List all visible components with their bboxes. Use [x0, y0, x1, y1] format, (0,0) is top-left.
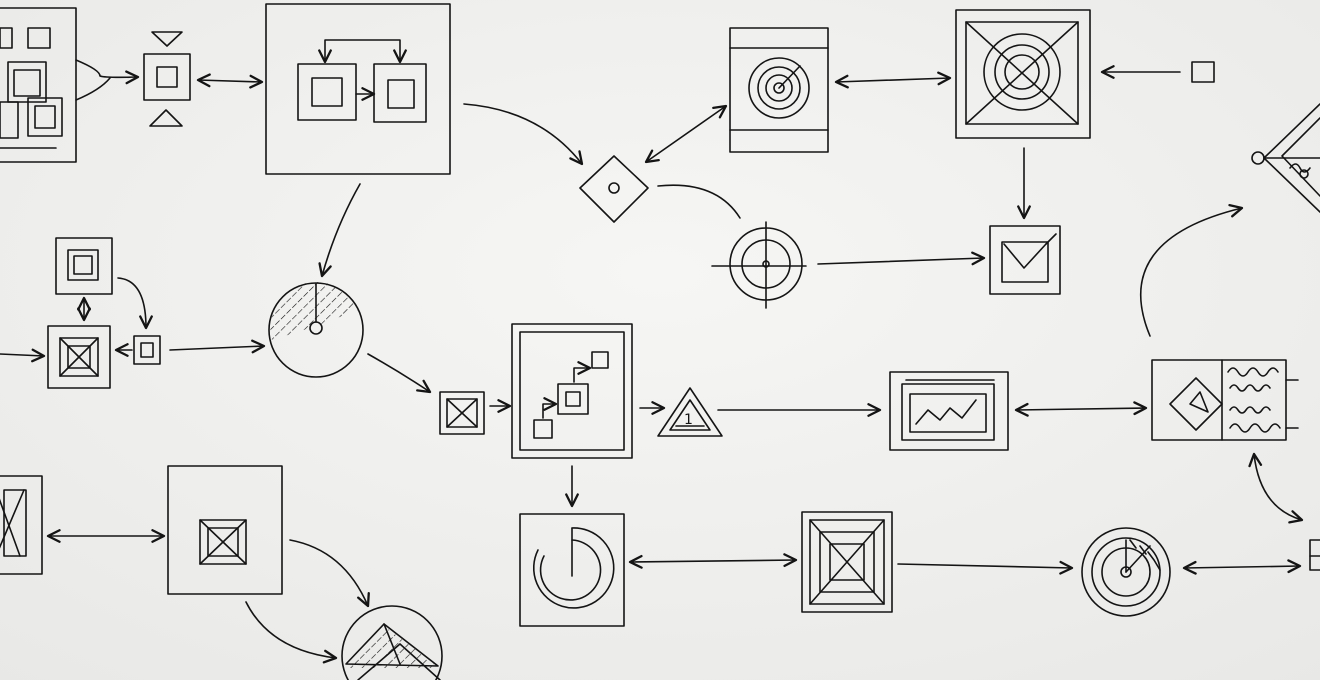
pyramid-circle-node: [341, 605, 443, 680]
arrow-square-box-to-pyramid-circle: [289, 539, 370, 608]
arrow-split-box-to-right-edge-square: [1248, 452, 1304, 524]
right-edge-square-node: [1309, 539, 1320, 571]
bottom-left-x-box-node: [0, 475, 43, 575]
right-edge-triangle-node: [1251, 103, 1320, 213]
curve-diamond-to-crosshair: [657, 184, 741, 219]
concentric-target-box-node: [729, 27, 829, 153]
staircase-box-node: [511, 323, 633, 459]
small-square-with-triangles-node: [143, 31, 191, 127]
arrow-chart-box-to-split-box: [1014, 401, 1148, 417]
crossed-target-box-node: [955, 9, 1091, 139]
arrow-small-square-to-big-box: [196, 73, 264, 89]
arrow-big-box-to-hatched-circle: [318, 183, 361, 278]
arrow-tiny-square-to-hatched-circle: [169, 339, 266, 354]
triangle-node: 1: [657, 387, 723, 437]
arrow-square-box-to-pyramid-circle-lower: [245, 601, 338, 664]
envelope-box-node: [989, 225, 1061, 295]
left-small-square-node: [55, 237, 113, 295]
tiny-square-node: [1191, 61, 1215, 83]
x-square-node: [47, 325, 111, 389]
ring-box-node: [519, 513, 625, 627]
arrow-ring-box-to-tunnel-box: [628, 553, 798, 569]
small-x-square-node: [439, 391, 485, 435]
dial-circle-node: [1081, 527, 1171, 617]
arrow-crosshair-to-envelope: [817, 251, 986, 266]
arrow-left-square-to-tiny-square: [117, 277, 153, 330]
zigzag-chart-box-node: [889, 371, 1009, 451]
arrow-stack-curve-lower: [75, 77, 111, 101]
top-left-stacked-squares-node: [0, 7, 77, 163]
split-diamond-box-node: [1151, 359, 1299, 441]
bottom-square-box-node: [167, 465, 283, 595]
arrow-edge-to-x-square: [0, 348, 46, 363]
arrow-target-box-to-x-box: [834, 71, 952, 89]
triangle-label: 1: [684, 412, 693, 428]
tunnel-box-node: [801, 511, 893, 613]
arrow-split-box-to-right-edge-triangle: [1140, 203, 1244, 337]
arrow-diamond-to-target-box: [644, 104, 728, 164]
hatched-circle-node: [268, 282, 364, 378]
diamond-node: [579, 155, 649, 223]
crosshair-circle-node: [711, 221, 807, 309]
arrow-tunnel-box-to-dial: [897, 560, 1074, 575]
tiny-nested-square-node: [133, 335, 161, 365]
arrow-hatched-circle-to-small-x: [367, 353, 432, 394]
arrow-dial-to-right-edge-square: [1182, 559, 1302, 575]
arrow-stack-to-small-square: [75, 59, 140, 85]
large-box-with-two-squares-node: [265, 3, 451, 175]
arrow-big-box-to-diamond: [463, 103, 584, 166]
